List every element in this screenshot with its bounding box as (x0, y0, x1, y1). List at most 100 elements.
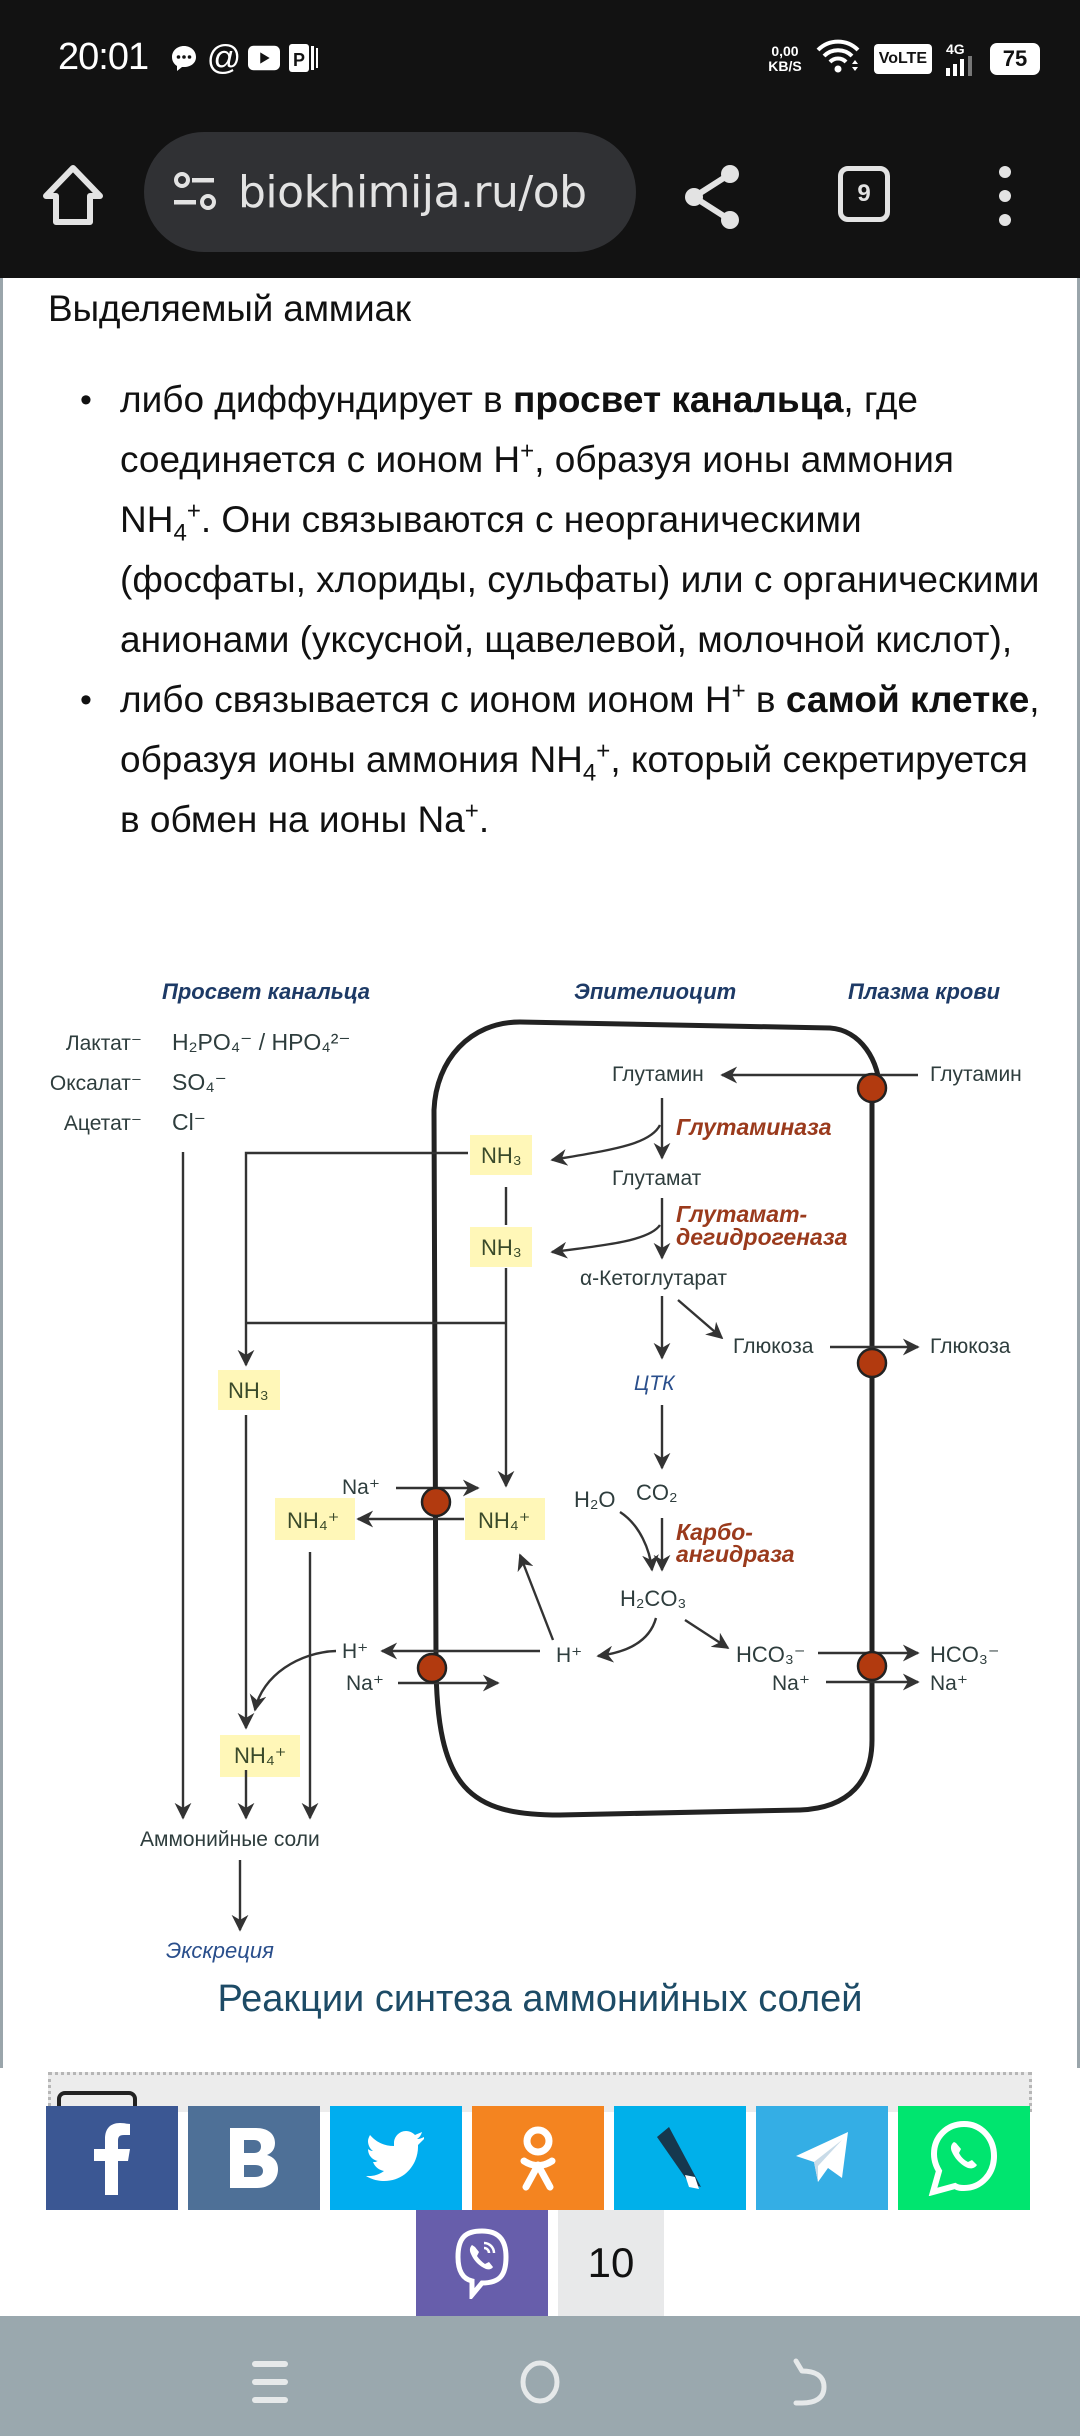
circle-home-icon (520, 2360, 560, 2404)
label-h-cell: H⁺ (556, 1644, 582, 1667)
telegram-icon (796, 2132, 848, 2182)
share-telegram-button[interactable] (756, 2106, 888, 2210)
browser-toolbar: biokhimija.ru/ob 9 (0, 118, 1080, 278)
youtube-icon (248, 42, 280, 74)
share-facebook-button[interactable] (46, 2106, 178, 2210)
line-nh3-out (244, 1151, 468, 1318)
wifi-icon (816, 38, 860, 79)
text-run: + (186, 497, 201, 525)
label-na-lumen-bottom: Na⁺ (346, 1672, 384, 1695)
share-odnoklassniki-button[interactable] (472, 2106, 604, 2210)
system-navigation-bar (0, 2316, 1080, 2436)
label-nh4-cell: NH₄⁺ (478, 1508, 530, 1533)
bullet-item: либо диффундирует в просвет канальца, гд… (80, 370, 1050, 670)
vkontakte-icon (230, 2128, 278, 2188)
label-nh3-1: NH₃ (481, 1143, 522, 1168)
label-h2o: H₂O (574, 1487, 616, 1512)
status-bar: 20:01 @ P 0,00 KB/S VoLTE 4G 75 (0, 0, 1080, 118)
highlight-boxes (218, 1135, 545, 1777)
highlight-nh4-lumen (275, 1498, 355, 1540)
arrow-h-nh4-cell (517, 1553, 555, 1641)
site-settings-icon[interactable] (168, 164, 224, 220)
text-run: + (596, 737, 611, 765)
enzyme-ca-line1: Карбо- (676, 1519, 753, 1545)
transporter-na-nh4 (420, 1486, 452, 1518)
enzyme-labels: Глутаминаза Глутамат- дегидрогеназа Карб… (676, 1114, 848, 1567)
overflow-menu-button[interactable] (990, 166, 1020, 226)
ammonium-synthesis-diagram: Просвет канальца Эпителиоцит Плазма кров… (50, 979, 1022, 1963)
share-whatsapp-button[interactable] (898, 2106, 1030, 2210)
label-hco3-plasma: HCO₃⁻ (930, 1642, 999, 1667)
label-na-cell: Na⁺ (772, 1672, 810, 1695)
bold-text: просвет канальца (512, 379, 844, 420)
share-twitter-button[interactable] (330, 2106, 462, 2210)
network-speed: 0,00 KB/S (768, 42, 802, 74)
arrow-glutaminase-nh3 (550, 1124, 662, 1166)
header-plasma: Плазма крови (848, 979, 1001, 1004)
text-run: , который секретируется в обмен на ионы … (120, 739, 1028, 840)
arrow-gdh-nh3 (550, 1224, 661, 1259)
label-akg: α-Кетоглутарат (580, 1267, 727, 1290)
label-tca: ЦТК (634, 1372, 676, 1395)
anion-organic-2: Оксалат⁻ (50, 1072, 142, 1095)
text-run: в (745, 679, 786, 720)
header-cell: Эпителиоцит (574, 979, 736, 1004)
share-livejournal-button[interactable] (614, 2106, 746, 2210)
highlight-nh4-lumen-bottom (220, 1735, 300, 1777)
at-sign-icon: @ (206, 38, 242, 77)
label-h2co3: H₂CO₃ (620, 1586, 686, 1611)
home-button[interactable] (40, 162, 106, 228)
battery-indicator: 75 (990, 42, 1040, 75)
home-icon (43, 165, 103, 225)
text-run: либо связывается с ионом ионом H (120, 679, 732, 720)
comments-box (48, 2072, 1032, 2121)
label-ammonium-salts: Аммонийные соли (140, 1828, 320, 1851)
transporter-glutamine (856, 1072, 888, 1104)
label-glutamine-cell: Глутамин (612, 1063, 704, 1086)
whatsapp-icon (928, 2120, 998, 2196)
system-indicators: 0,00 KB/S VoLTE 4G 75 (768, 38, 1040, 79)
recent-apps-button[interactable] (240, 2352, 300, 2412)
url-text[interactable]: biokhimija.ru/ob (238, 166, 587, 218)
label-na-plasma: Na⁺ (930, 1672, 968, 1695)
text-run: , где соединяется с ионом H (120, 379, 918, 480)
viber-icon (455, 2228, 509, 2299)
back-button[interactable] (780, 2352, 840, 2412)
share-vkontakte-button[interactable] (188, 2106, 320, 2210)
text-run: , образуя ионы аммония NH (120, 679, 1040, 780)
label-h-lumen: H⁺ (342, 1640, 368, 1663)
text-run: . Они связываются с неорганическими (фос… (120, 499, 1040, 660)
anion-inorganic-2: SO₄⁻ (172, 1069, 227, 1095)
transporters (416, 1072, 888, 1684)
transporter-hco3-na (856, 1650, 888, 1682)
anion-inorganic-3: Cl⁻ (172, 1109, 206, 1135)
enzyme-ca-line2: ангидраза (676, 1541, 795, 1567)
text-run: 4 (173, 519, 187, 547)
address-bar[interactable]: biokhimija.ru/ob (144, 132, 636, 252)
arrow-akg-glucose (677, 1299, 724, 1340)
cellular-signal-icon: 4G (946, 42, 976, 76)
enzyme-glutaminase: Глутаминаза (676, 1114, 832, 1140)
svg-text:P: P (293, 50, 305, 70)
share-count: 10 (558, 2210, 664, 2316)
highlight-nh3-1 (470, 1135, 532, 1175)
share-button[interactable] (682, 162, 744, 232)
volte-badge: VoLTE (873, 43, 932, 74)
text-run: . (478, 799, 490, 840)
share-viber-button[interactable] (416, 2210, 548, 2316)
bold-text: самой клетке (785, 679, 1030, 720)
transporter-h-na (416, 1652, 448, 1684)
arrow-h2co3-hco3 (684, 1618, 730, 1650)
diagram-labels: Просвет канальца Эпителиоцит Плазма кров… (50, 979, 1022, 1963)
label-nh3-2: NH₃ (481, 1235, 522, 1260)
highlight-nh3-lumen (218, 1370, 280, 1410)
arrow-h-to-nh4 (249, 1649, 337, 1712)
menu-icon (252, 2361, 288, 2403)
share-icon (685, 165, 739, 229)
text-run: + (520, 437, 535, 465)
arrow-h2co3-h (596, 1617, 658, 1663)
bullet-list: либо диффундирует в просвет канальца, гд… (80, 370, 1050, 850)
home-nav-button[interactable] (510, 2352, 570, 2412)
tab-switcher-button[interactable]: 9 (838, 166, 890, 222)
label-glutamate: Глутамат (612, 1167, 702, 1190)
